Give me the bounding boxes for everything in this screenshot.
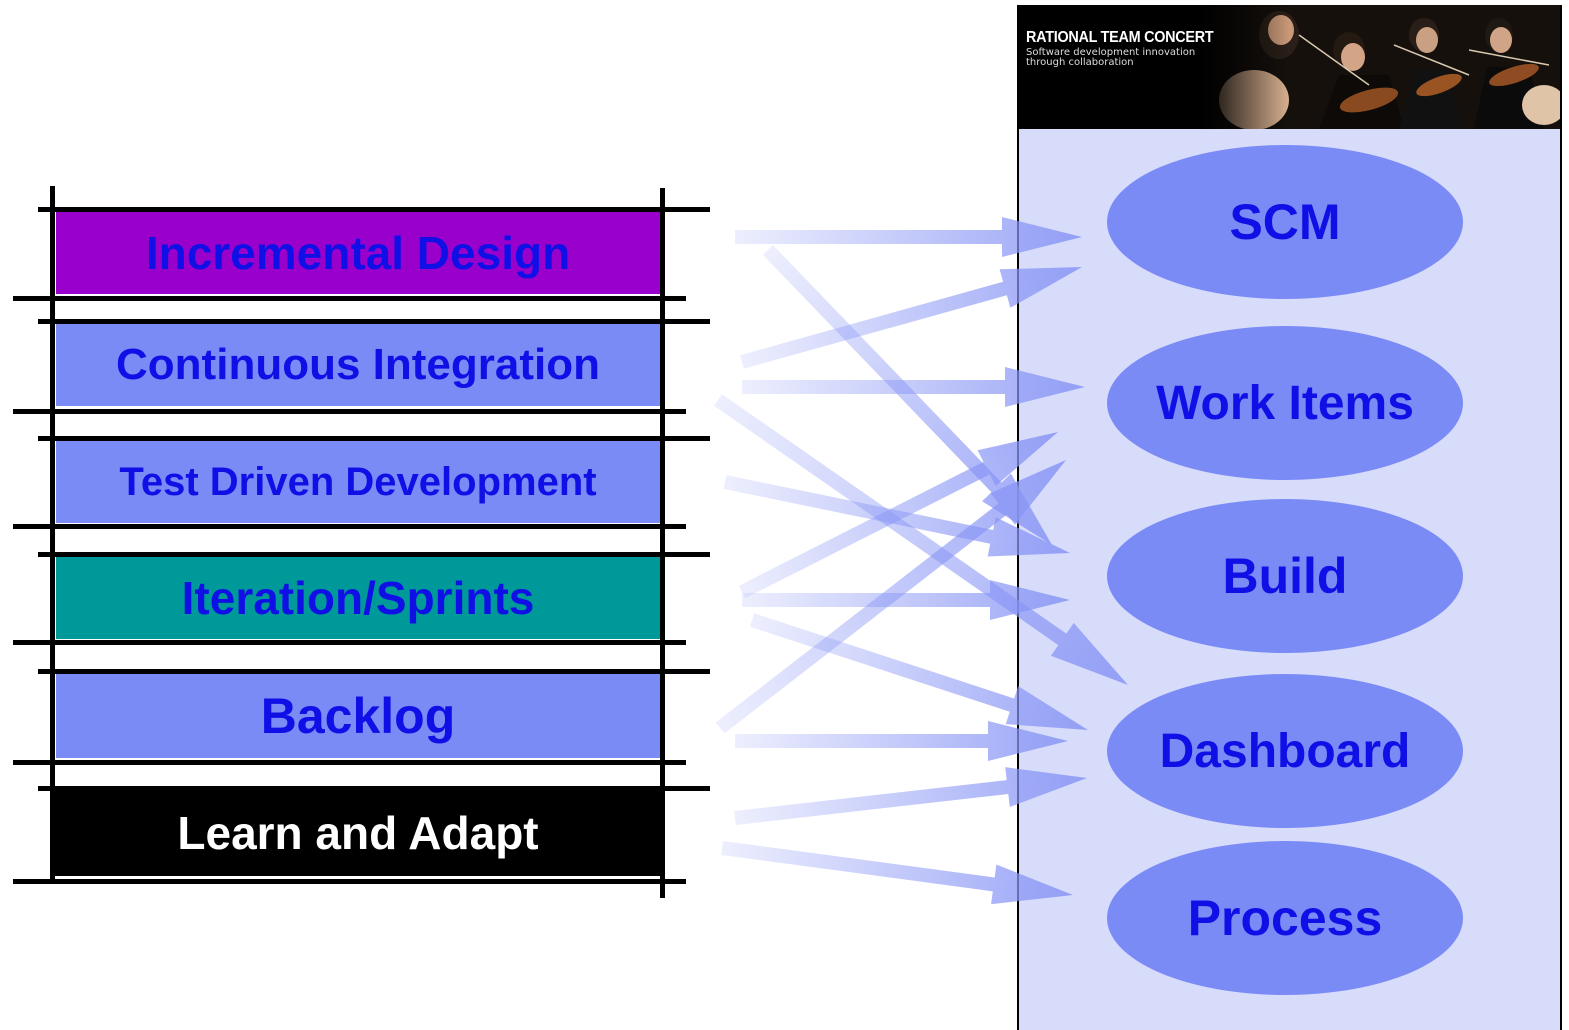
stack-rule [38, 552, 710, 557]
tool-work-items: Work Items [1107, 326, 1463, 480]
practice-test-driven-development: Test Driven Development [56, 441, 660, 523]
practice-backlog: Backlog [56, 674, 660, 758]
stack-rule [13, 409, 686, 414]
tool-process: Process [1107, 841, 1463, 995]
product-tagline: Software development innovation through … [1026, 47, 1196, 68]
stack-rule [38, 436, 710, 441]
product-title: RATIONAL TEAM CONCERT [1026, 29, 1214, 46]
product-banner: RATIONAL TEAM CONCERT Software developme… [1019, 5, 1560, 129]
stack-rule [38, 319, 710, 324]
practice-learn-and-adapt: Learn and Adapt [51, 790, 665, 876]
stack-rule [13, 760, 686, 765]
orchestra-photo [1199, 5, 1560, 129]
stack-right-rail [660, 188, 665, 898]
stack-rule [38, 669, 710, 674]
stack-left-rail [50, 186, 55, 880]
stack-rule [13, 640, 686, 645]
stack-rule [38, 786, 710, 791]
practice-incremental-design: Incremental Design [56, 212, 660, 294]
stack-rule [13, 296, 686, 301]
practice-continuous-integration: Continuous Integration [56, 324, 660, 406]
tool-build: Build [1107, 499, 1463, 653]
practice-iteration-sprints: Iteration/Sprints [56, 557, 660, 639]
stack-rule [13, 879, 686, 884]
stack-rule [38, 207, 710, 212]
tool-scm: SCM [1107, 145, 1463, 299]
stack-rule [13, 524, 686, 529]
tool-dashboard: Dashboard [1107, 674, 1463, 828]
